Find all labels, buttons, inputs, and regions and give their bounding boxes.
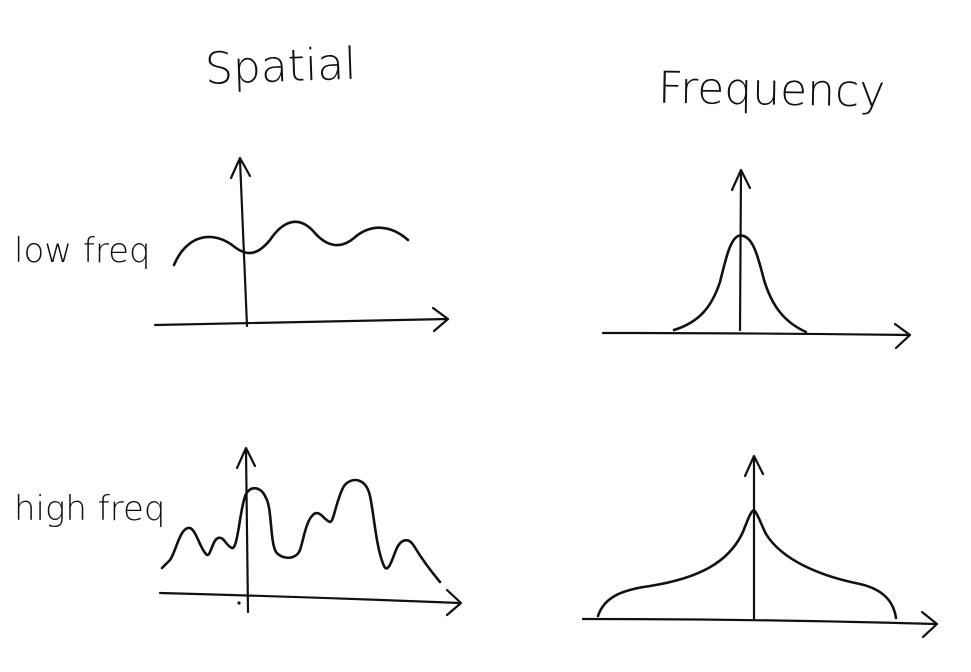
low-freq-label: low freq xyxy=(14,231,151,271)
spatial-high-jagged-signal xyxy=(160,478,442,584)
spatial-header: Spatial xyxy=(204,39,357,95)
spatial-high-origin-dot xyxy=(237,601,241,605)
frequency-low-y-arrowhead xyxy=(730,168,752,192)
spatial-low-x-axis xyxy=(153,317,450,327)
high-freq-label: high freq xyxy=(14,489,165,529)
frequency-high-x-axis xyxy=(581,617,938,626)
frequency-low-y-axis xyxy=(738,170,743,332)
spatial-high-y-axis xyxy=(244,448,250,614)
frequency-high-x-arrowhead xyxy=(920,610,939,639)
frequency-low-x-axis xyxy=(601,331,910,337)
frequency-high-y-arrowhead xyxy=(743,454,765,478)
spatial-low-freq-plot xyxy=(153,156,450,333)
frequency-low-freq-plot xyxy=(601,168,912,350)
frequency-low-x-arrowhead xyxy=(893,322,912,350)
spatial-high-x-arrowhead xyxy=(445,588,463,617)
frequency-high-wide-spectrum xyxy=(596,508,898,620)
frequency-high-freq-plot xyxy=(581,454,939,639)
spatial-low-y-axis xyxy=(238,158,249,328)
spatial-high-freq-plot xyxy=(158,446,463,617)
frequency-header: Frequency xyxy=(658,63,886,118)
spatial-high-y-arrowhead xyxy=(235,446,257,470)
spatial-low-x-arrowhead xyxy=(431,306,450,333)
spatial-low-wave xyxy=(172,220,410,267)
spatial-low-y-arrowhead xyxy=(229,156,252,180)
spatial-high-x-axis xyxy=(158,591,462,605)
frequency-low-narrow-peak xyxy=(672,234,808,334)
